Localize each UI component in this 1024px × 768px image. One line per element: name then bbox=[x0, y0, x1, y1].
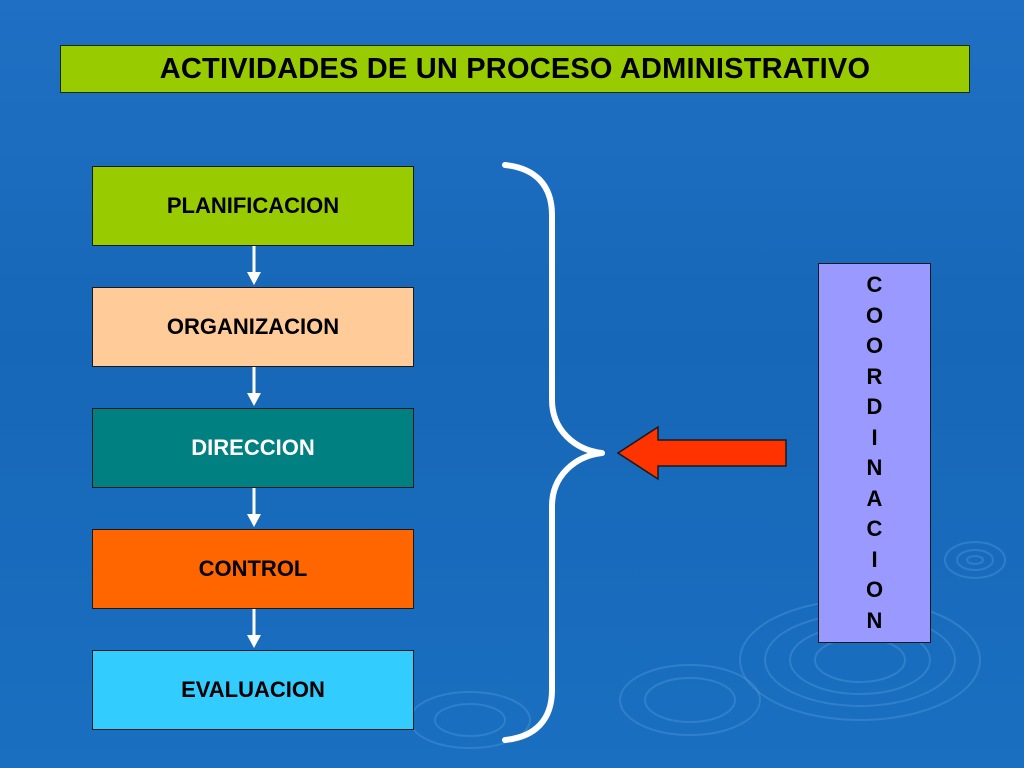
diagram-title: ACTIVIDADES DE UN PROCESO ADMINISTRATIVO bbox=[60, 45, 970, 93]
coord-letter: I bbox=[871, 546, 878, 572]
step-planificacion: PLANIFICACION bbox=[92, 166, 414, 246]
curly-brace bbox=[502, 162, 605, 743]
step-evaluacion: EVALUACION bbox=[92, 650, 414, 730]
coord-letter: N bbox=[866, 607, 883, 633]
flow-arrow-4 bbox=[247, 609, 261, 648]
coord-letter: C bbox=[866, 516, 883, 541]
step-direccion: DIRECCION bbox=[92, 408, 414, 488]
coord-letter: N bbox=[866, 455, 883, 480]
coord-letter: A bbox=[866, 485, 883, 511]
flow-arrow-3 bbox=[247, 488, 261, 527]
coordination-arrow bbox=[616, 425, 787, 481]
coordination-box: C O O R D I N A C I O N bbox=[818, 263, 931, 643]
coord-letter: O bbox=[865, 302, 884, 328]
step-organizacion: ORGANIZACION bbox=[92, 287, 414, 367]
coord-letter: O bbox=[865, 333, 884, 358]
step-control: CONTROL bbox=[92, 529, 414, 609]
flow-arrow-2 bbox=[247, 367, 261, 406]
coord-letter: C bbox=[866, 272, 883, 297]
coord-letter: D bbox=[866, 394, 883, 419]
coord-letter: I bbox=[871, 424, 878, 450]
coord-letter: R bbox=[866, 363, 883, 389]
coord-letter: O bbox=[865, 577, 884, 602]
flow-arrow-1 bbox=[247, 246, 261, 285]
